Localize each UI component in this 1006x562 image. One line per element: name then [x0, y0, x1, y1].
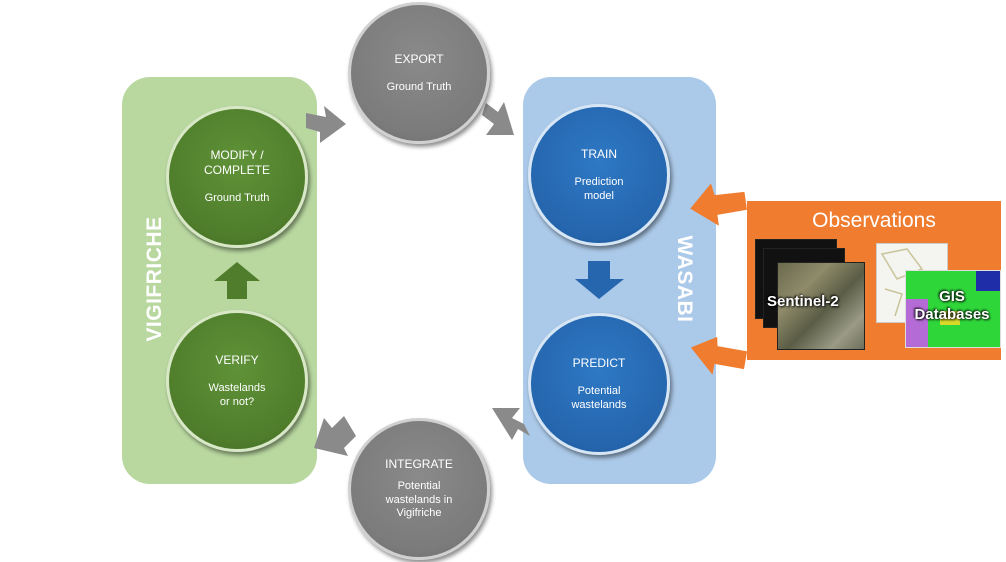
- export-node: EXPORT Ground Truth: [348, 2, 490, 144]
- predict-node: PREDICT Potential wastelands: [528, 313, 670, 455]
- predict-subtitle-line2: wastelands: [571, 398, 627, 411]
- arrow-observations-to-predict: [690, 336, 748, 375]
- modify-title-line1: MODIFY /: [210, 148, 264, 163]
- gis-label: GIS Databases: [910, 288, 994, 324]
- arrow-modify-to-export: [306, 106, 346, 143]
- predict-title: PREDICT: [572, 355, 626, 370]
- export-title: EXPORT: [394, 51, 444, 66]
- integrate-title: INTEGRATE: [385, 456, 453, 471]
- verify-subtitle-line2: or not?: [219, 395, 255, 408]
- modify-subtitle: Ground Truth: [204, 192, 270, 205]
- sentinel-image: [777, 262, 865, 350]
- arrow-observations-to-train: [690, 183, 747, 226]
- train-node: TRAIN Prediction model: [528, 104, 670, 246]
- modify-node: MODIFY / COMPLETE Ground Truth: [166, 106, 308, 248]
- train-subtitle-line1: Prediction: [574, 175, 624, 188]
- integrate-node: INTEGRATE Potential wastelands in Vigifr…: [348, 418, 490, 560]
- integrate-subtitle-line3: Vigifriche: [396, 507, 442, 520]
- train-title: TRAIN: [581, 146, 617, 161]
- modify-title-line2: COMPLETE: [203, 163, 270, 178]
- verify-subtitle-line1: Wastelands: [208, 381, 266, 394]
- arrow-predict-to-integrate: [492, 408, 530, 440]
- arrow-export-to-train: [482, 102, 514, 135]
- gis-parcels-icon: [906, 271, 1000, 347]
- integrate-subtitle-line2: wastelands in: [385, 493, 453, 506]
- integrate-subtitle-line1: Potential: [397, 479, 441, 492]
- train-subtitle-line2: model: [584, 189, 614, 202]
- sentinel-label: Sentinel-2: [767, 293, 839, 310]
- export-subtitle: Ground Truth: [386, 80, 452, 93]
- arrow-integrate-to-verify: [314, 416, 356, 456]
- gis-label-line2: Databases: [914, 306, 990, 323]
- verify-node: VERIFY Wastelands or not?: [166, 310, 308, 452]
- predict-subtitle-line1: Potential: [577, 384, 621, 397]
- gis-database-image: [905, 270, 1001, 348]
- arrow-train-to-predict: [575, 261, 624, 299]
- verify-title: VERIFY: [215, 352, 259, 367]
- gis-label-line1: GIS: [939, 288, 965, 305]
- observations-title: Observations: [812, 209, 936, 232]
- arrow-verify-to-modify: [214, 262, 260, 299]
